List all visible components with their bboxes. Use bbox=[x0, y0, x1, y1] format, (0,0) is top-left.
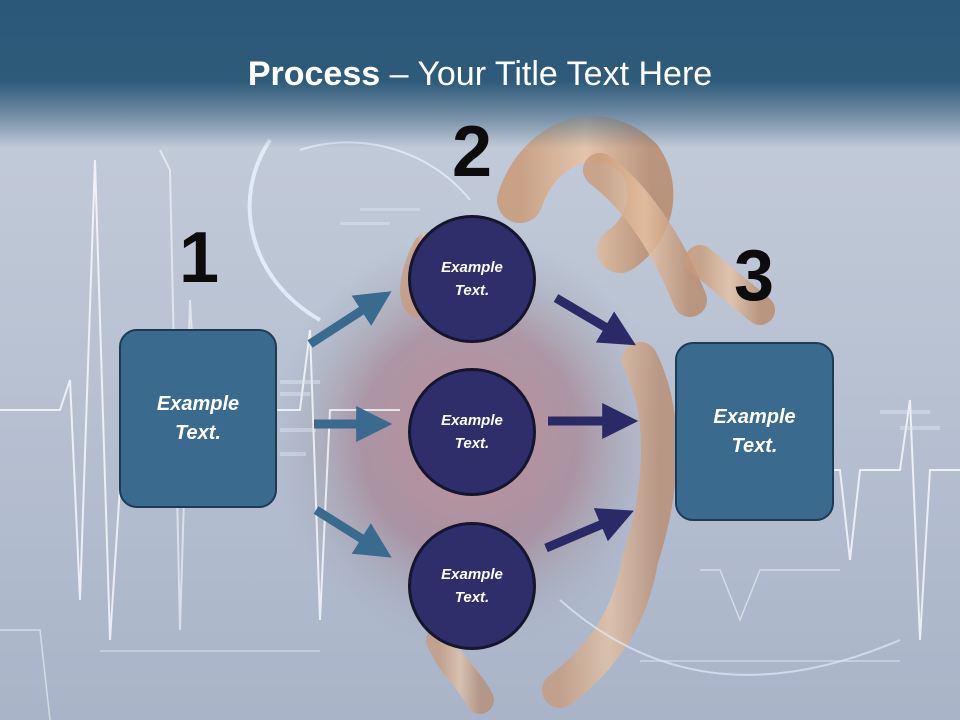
process-circle-middle-text: Example Text. bbox=[441, 412, 503, 452]
arrow-left-to-top bbox=[307, 291, 392, 348]
process-box-left-text: Example Text. bbox=[156, 392, 240, 444]
title-band bbox=[0, 0, 960, 148]
process-box-right: Example Text. bbox=[675, 342, 834, 521]
process-circle-bottom-text: Example Text. bbox=[441, 566, 503, 606]
title-bold-text: Process bbox=[247, 55, 381, 93]
step-number-1: 1 bbox=[178, 218, 220, 298]
arrow-top-to-right bbox=[553, 294, 636, 346]
process-box-left: Example Text. bbox=[119, 329, 277, 508]
process-circle-bottom: Example Text. bbox=[408, 522, 536, 650]
process-circle-top-text: Example Text. bbox=[441, 259, 503, 299]
process-circle-top: Example Text. bbox=[408, 215, 536, 343]
arrow-left-to-bottom bbox=[313, 506, 392, 558]
step-number-3: 3 bbox=[733, 236, 775, 316]
step-number-2: 2 bbox=[451, 112, 493, 192]
process-circle-middle: Example Text. bbox=[408, 368, 536, 496]
page-title: Process – Your Title Text Here bbox=[0, 52, 960, 96]
process-box-right-text: Example Text. bbox=[713, 405, 796, 457]
arrow-bottom-to-right bbox=[544, 508, 634, 553]
title-rest-text: – Your Title Text Here bbox=[380, 55, 713, 93]
